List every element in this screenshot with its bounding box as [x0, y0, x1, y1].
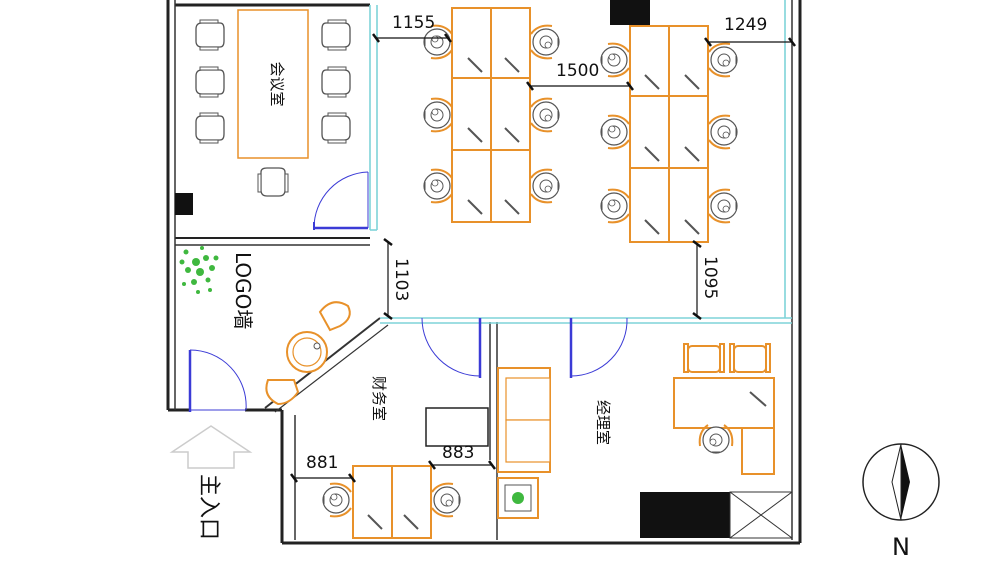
compass	[862, 443, 940, 521]
plant	[179, 246, 219, 294]
cabinet	[425, 407, 489, 447]
logo-wall-label: LOGO墙	[231, 252, 255, 329]
meeting-door	[313, 171, 369, 230]
manager-room: 经理室	[497, 343, 775, 519]
manager-door	[569, 317, 628, 378]
workstations-left	[451, 7, 531, 223]
sofa	[497, 367, 551, 473]
dim-881: 881	[306, 453, 338, 473]
entrance-label: 主入口	[196, 474, 221, 540]
shaft	[729, 491, 793, 539]
north-label: N	[892, 533, 910, 561]
workstations-right	[629, 25, 709, 243]
walls	[166, 0, 802, 545]
side-table	[497, 477, 539, 519]
manager-monitor	[749, 391, 767, 407]
dim-1500: 1500	[556, 61, 599, 81]
finance-room: 财务室	[322, 376, 489, 539]
meeting-room-label: 会议室	[268, 61, 286, 106]
lounge-set	[265, 301, 351, 406]
column	[175, 193, 193, 215]
doors	[188, 171, 628, 412]
finance-room-label: 财务室	[370, 376, 388, 421]
dim-883: 883	[442, 443, 474, 463]
dim-1095: 1095	[700, 256, 720, 299]
dimension-labels: 1155 1500 1249 1103 1095 881 883	[306, 13, 767, 473]
entrance-arrow	[169, 425, 253, 469]
glass-partitions	[369, 0, 792, 324]
dim-1155: 1155	[392, 13, 435, 33]
manager-desk	[673, 377, 775, 475]
finance-monitors	[367, 514, 419, 530]
finance-door	[421, 317, 482, 378]
stair-block	[640, 492, 730, 538]
dim-1103: 1103	[391, 258, 411, 301]
column	[610, 0, 650, 25]
entrance-door	[188, 349, 247, 412]
guest-chairs	[683, 343, 771, 373]
meeting-room: 会议室	[195, 9, 351, 197]
dim-1249: 1249	[724, 15, 767, 35]
meeting-table	[237, 9, 309, 159]
finance-desks	[352, 465, 432, 539]
monitors	[467, 57, 700, 235]
dimension-lines	[290, 33, 796, 483]
manager-room-label: 经理室	[594, 400, 612, 445]
